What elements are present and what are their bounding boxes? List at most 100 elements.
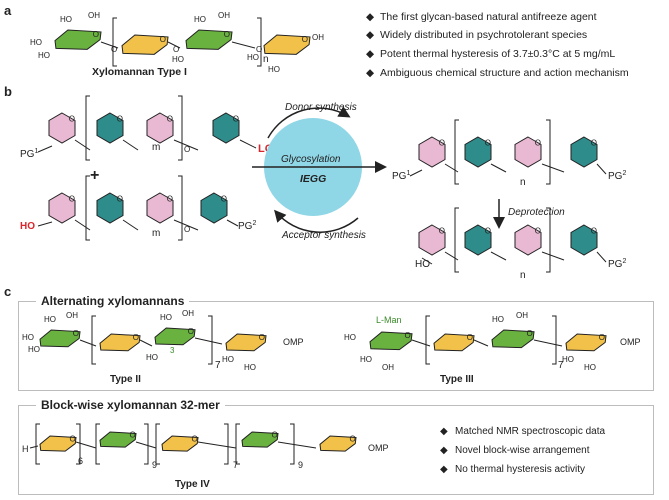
panel-c-bullets: ◆ Matched NMR spectroscopic data ◆ Novel… (440, 426, 606, 475)
bond (409, 169, 423, 177)
ring-oxygen: O (350, 434, 356, 443)
bond (37, 145, 53, 153)
atom-label: HO (222, 355, 234, 364)
ring-oxygen: O (535, 138, 541, 147)
mannose-ring (185, 29, 233, 50)
type2-label: Type II (110, 374, 141, 385)
pg2-label-acceptor: PG2 (238, 220, 256, 232)
ring-oxygen: O (591, 138, 597, 147)
xylose-ring (99, 333, 141, 352)
omp-type3: OMP (620, 337, 641, 347)
pink-hexagon (146, 192, 174, 224)
atom-label: HO (172, 55, 184, 64)
repeat-bracket (112, 17, 117, 67)
repeat-6: 6 (78, 456, 83, 466)
repeat-bracket (425, 315, 430, 365)
bond (29, 445, 39, 449)
alternating-title: Alternating xylomannans (36, 294, 190, 308)
repeat-bracket (546, 207, 551, 273)
ring-oxygen: O (69, 114, 75, 123)
repeat-9-b: 9 (298, 460, 303, 470)
c-bullet-2: Novel block-wise arrangement (455, 445, 590, 456)
mannose-ring (491, 329, 535, 349)
repeat-7-type2: 7 (215, 360, 221, 371)
donor-synthesis-label: Donor synthesis (285, 102, 357, 113)
atom-label: HO (38, 51, 50, 60)
bond (490, 163, 507, 173)
repeat-m-donor: m (152, 142, 160, 153)
ring-oxygen: O (302, 35, 308, 44)
pink-hexagon (48, 112, 76, 144)
bond (74, 219, 91, 231)
bond (596, 251, 607, 263)
bond (139, 339, 153, 347)
deprotection-label: Deprotection (508, 207, 565, 218)
repeat-bracket (552, 315, 557, 365)
atom-label: OH (382, 363, 394, 372)
ho-label-final: HO (415, 259, 430, 270)
ring-oxygen: O (404, 331, 410, 340)
omp-type2: OMP (283, 337, 304, 347)
bond (194, 337, 223, 345)
bullet-mark: ◆ (440, 426, 448, 437)
ring-oxygen: O (439, 138, 445, 147)
repeat-bracket (91, 315, 96, 365)
ring-oxygen: O (535, 226, 541, 235)
atom-label: HO (160, 313, 172, 322)
type3-label: Type III (440, 374, 474, 385)
ring-oxygen: O (467, 333, 473, 342)
repeat-m-acceptor: m (152, 228, 160, 239)
ring-oxygen: O (221, 194, 227, 203)
ring-oxygen: O (188, 327, 194, 336)
glycosidic-o: O (184, 225, 190, 234)
mannose-ring (54, 29, 102, 50)
bullet-text-1: The first glycan-based natural antifreez… (380, 11, 597, 23)
bond (197, 441, 237, 449)
xylose-ring (263, 34, 311, 55)
bond (74, 139, 91, 151)
pink-hexagon (418, 224, 446, 256)
pink-hexagon (514, 136, 542, 168)
repeat-bracket (76, 423, 81, 465)
bullet-mark: ◆ (366, 29, 375, 41)
xylose-ring (565, 333, 607, 352)
atom-label: OH (88, 11, 100, 20)
ring-oxygen: O (259, 333, 265, 342)
ring-oxygen: O (133, 333, 139, 342)
bullet-mark: ◆ (366, 11, 375, 23)
bond (75, 441, 97, 449)
atom-label: HO (28, 345, 40, 354)
acceptor-synthesis-label: Acceptor synthesis (281, 230, 366, 241)
xylose-ring (39, 435, 77, 452)
glycosidic-o: O (111, 45, 117, 54)
ring-oxygen: O (130, 430, 136, 439)
blockwise-title: Block-wise xylomannan 32-mer (36, 398, 225, 412)
repeat-bracket (85, 175, 90, 241)
glycosidic-o: O (173, 45, 179, 54)
repeat-bracket (454, 207, 459, 273)
xylose-ring (161, 435, 199, 452)
atom-label: HO (30, 38, 42, 47)
repeat-bracket (546, 119, 551, 185)
ring-oxygen: O (439, 226, 445, 235)
repeat-7-type3: 7 (558, 360, 564, 371)
bond (411, 339, 431, 347)
compound-name: Xylomannan Type I (92, 66, 187, 78)
bullet-mark: ◆ (440, 464, 448, 475)
repeat-bracket (257, 17, 262, 67)
atom-label: HO (584, 363, 596, 372)
repeat-9-a: 9 (152, 460, 157, 470)
pink-hexagon (514, 224, 542, 256)
teal-hexagon (464, 136, 492, 168)
acceptor-arrow (274, 209, 359, 233)
ring-oxygen: O (599, 333, 605, 342)
pg1-label: PG1 (20, 148, 38, 160)
bond (490, 251, 507, 261)
ring-oxygen: O (70, 434, 76, 443)
atom-label: HO (360, 355, 372, 364)
ring-oxygen: O (526, 329, 532, 338)
